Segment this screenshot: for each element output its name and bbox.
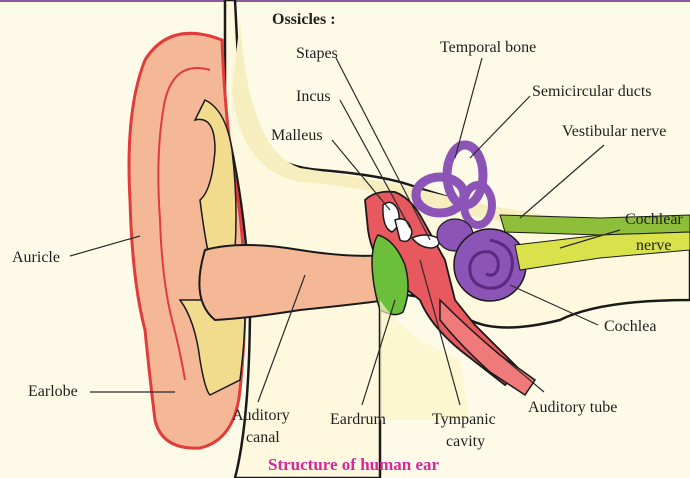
label-vestibular-nerve: Vestibular nerve bbox=[562, 123, 666, 140]
label-tympanic-cavity-line2: cavity bbox=[446, 433, 485, 450]
label-cochlear-nerve-line2: nerve bbox=[636, 237, 672, 254]
diagram-caption: Structure of human ear bbox=[268, 455, 440, 474]
label-auditory-canal-line2: canal bbox=[246, 429, 280, 446]
cochlea-shape bbox=[454, 229, 526, 301]
label-semicircular-ducts: Semicircular ducts bbox=[532, 83, 652, 100]
label-cochlear-nerve-line1: Cochlear bbox=[625, 211, 683, 228]
label-cochlea: Cochlea bbox=[604, 318, 656, 335]
label-stapes: Stapes bbox=[296, 45, 338, 62]
label-auditory-tube: Auditory tube bbox=[528, 399, 617, 416]
ossicles-title: Ossicles : bbox=[272, 11, 336, 28]
label-temporal-bone: Temporal bone bbox=[440, 39, 536, 56]
label-earlobe: Earlobe bbox=[28, 383, 78, 400]
label-auditory-canal-line1: Auditory bbox=[232, 407, 290, 424]
label-tympanic-cavity-line1: Tympanic bbox=[432, 411, 496, 428]
label-eardrum: Eardrum bbox=[330, 411, 387, 428]
label-incus: Incus bbox=[296, 88, 331, 105]
label-auricle: Auricle bbox=[12, 249, 60, 266]
label-malleus: Malleus bbox=[271, 127, 323, 144]
